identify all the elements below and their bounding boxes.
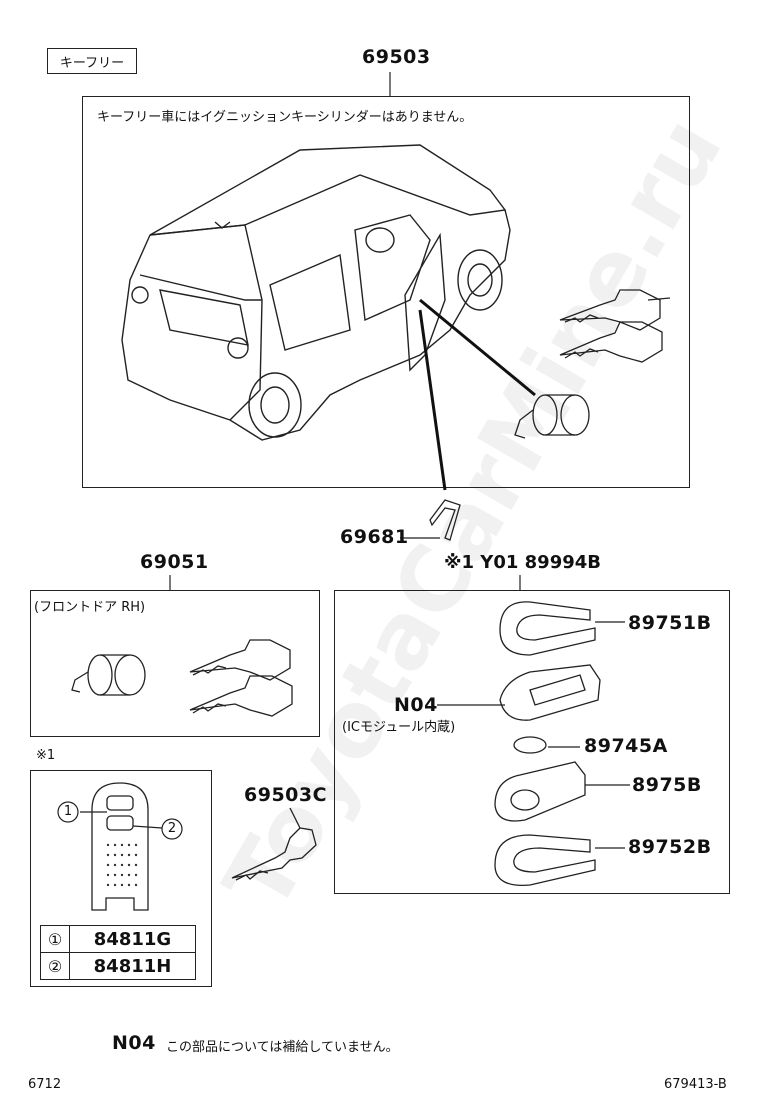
page-number-left: 6712 (28, 1077, 62, 1092)
callout-2: 2 (167, 821, 177, 836)
part-number-89751B[interactable]: 89751B (628, 612, 712, 634)
door-note: (フロントドア RH) (34, 600, 146, 615)
part-number-N04[interactable]: N04 (394, 694, 438, 716)
remote-box (30, 770, 212, 987)
part-number-69051[interactable]: 69051 (140, 551, 209, 573)
smart-key-kit-box (334, 590, 730, 894)
key-free-tag (47, 48, 137, 74)
table-part[interactable]: 84811H (69, 952, 196, 980)
footer-code: N04 (112, 1032, 156, 1054)
part-number-89752B[interactable]: 89752B (628, 836, 712, 858)
footer-note: この部品については補給していません。 (166, 1040, 399, 1055)
button-parts-table: ① 84811G ② 84811H (40, 925, 196, 980)
main-note: キーフリー車にはイグニッションキーシリンダーはありません。 (97, 110, 473, 125)
table-row: ① 84811G (40, 925, 196, 953)
part-number-69503C[interactable]: 69503C (244, 784, 328, 806)
kit-header: ※1 Y01 89994B (444, 552, 601, 573)
table-row: ② 84811H (40, 952, 196, 980)
n04-note: (ICモジュール内蔵) (342, 720, 456, 735)
part-number-8975B[interactable]: 8975B (632, 774, 702, 796)
part-number-89745A[interactable]: 89745A (584, 735, 668, 757)
key-free-tag-label: キーフリー (59, 56, 125, 71)
table-num: ① (40, 925, 70, 953)
mark-1: ※1 (36, 748, 56, 763)
part-number-69503[interactable]: 69503 (362, 46, 431, 68)
page-number-right: 679413-B (664, 1077, 727, 1092)
callout-1: 1 (63, 804, 73, 819)
main-assembly-box (82, 96, 690, 488)
door-lock-box (30, 590, 320, 737)
part-number-69681[interactable]: 69681 (340, 526, 409, 548)
